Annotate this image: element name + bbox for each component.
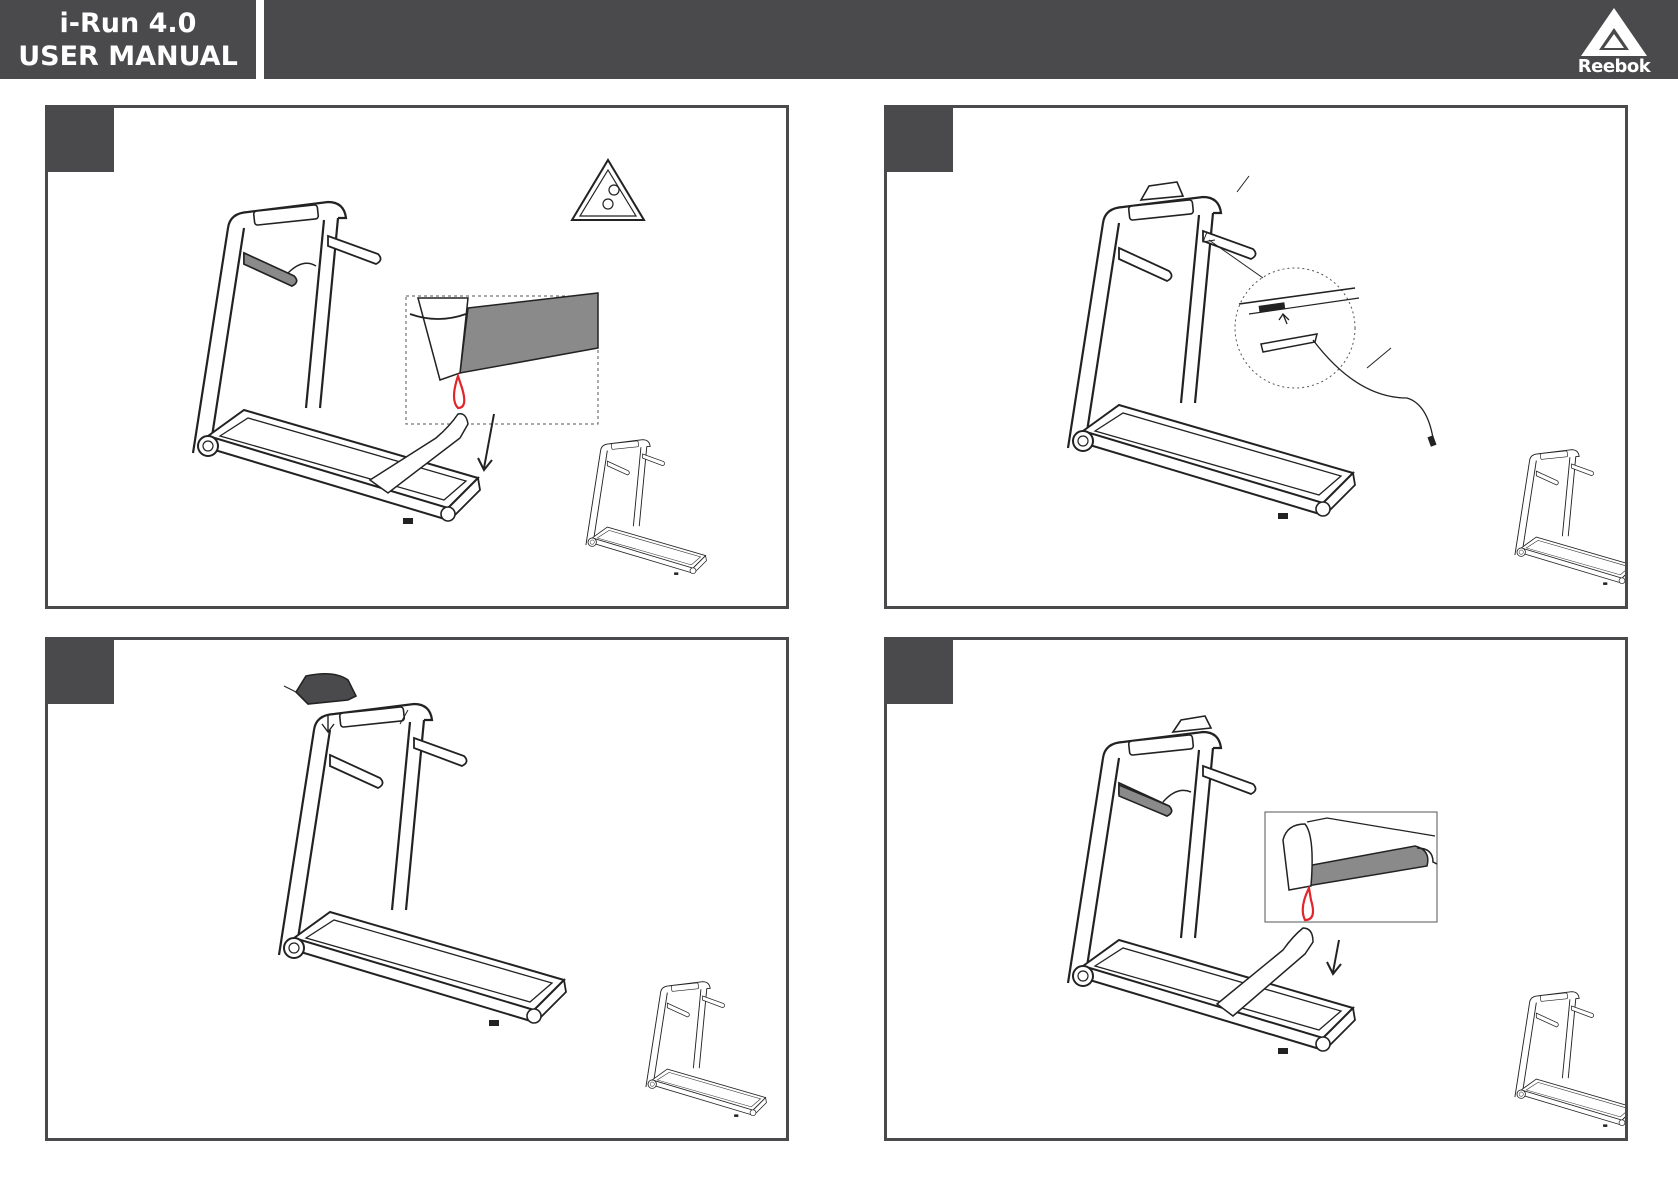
step-panel-1 [45, 105, 789, 609]
reebok-logo: Reebok [1568, 6, 1660, 78]
pinch-warning-icon [572, 160, 644, 220]
step-panel-3 [45, 637, 789, 1141]
step-illustration-4 [887, 640, 1628, 1141]
console-cover-icon [284, 674, 356, 704]
step-panel-2 [884, 105, 1628, 609]
mini-treadmill-icon [1515, 992, 1628, 1127]
brand-wordmark: Reebok [1578, 56, 1651, 77]
step-panel-4 [884, 637, 1628, 1141]
mini-treadmill-icon [646, 982, 767, 1117]
manual-title-block: i-Run 4.0 USER MANUAL [0, 0, 256, 79]
mini-treadmill-icon [586, 440, 707, 575]
mini-treadmill-icon [1515, 450, 1628, 585]
reebok-delta-icon [1579, 6, 1649, 56]
manual-title: USER MANUAL [18, 40, 238, 73]
step-illustration-1 [48, 108, 789, 609]
product-title: i-Run 4.0 [60, 7, 197, 40]
step-illustration-2 [887, 108, 1628, 609]
header-bar: Reebok [264, 0, 1678, 79]
step-illustration-3 [48, 640, 789, 1141]
